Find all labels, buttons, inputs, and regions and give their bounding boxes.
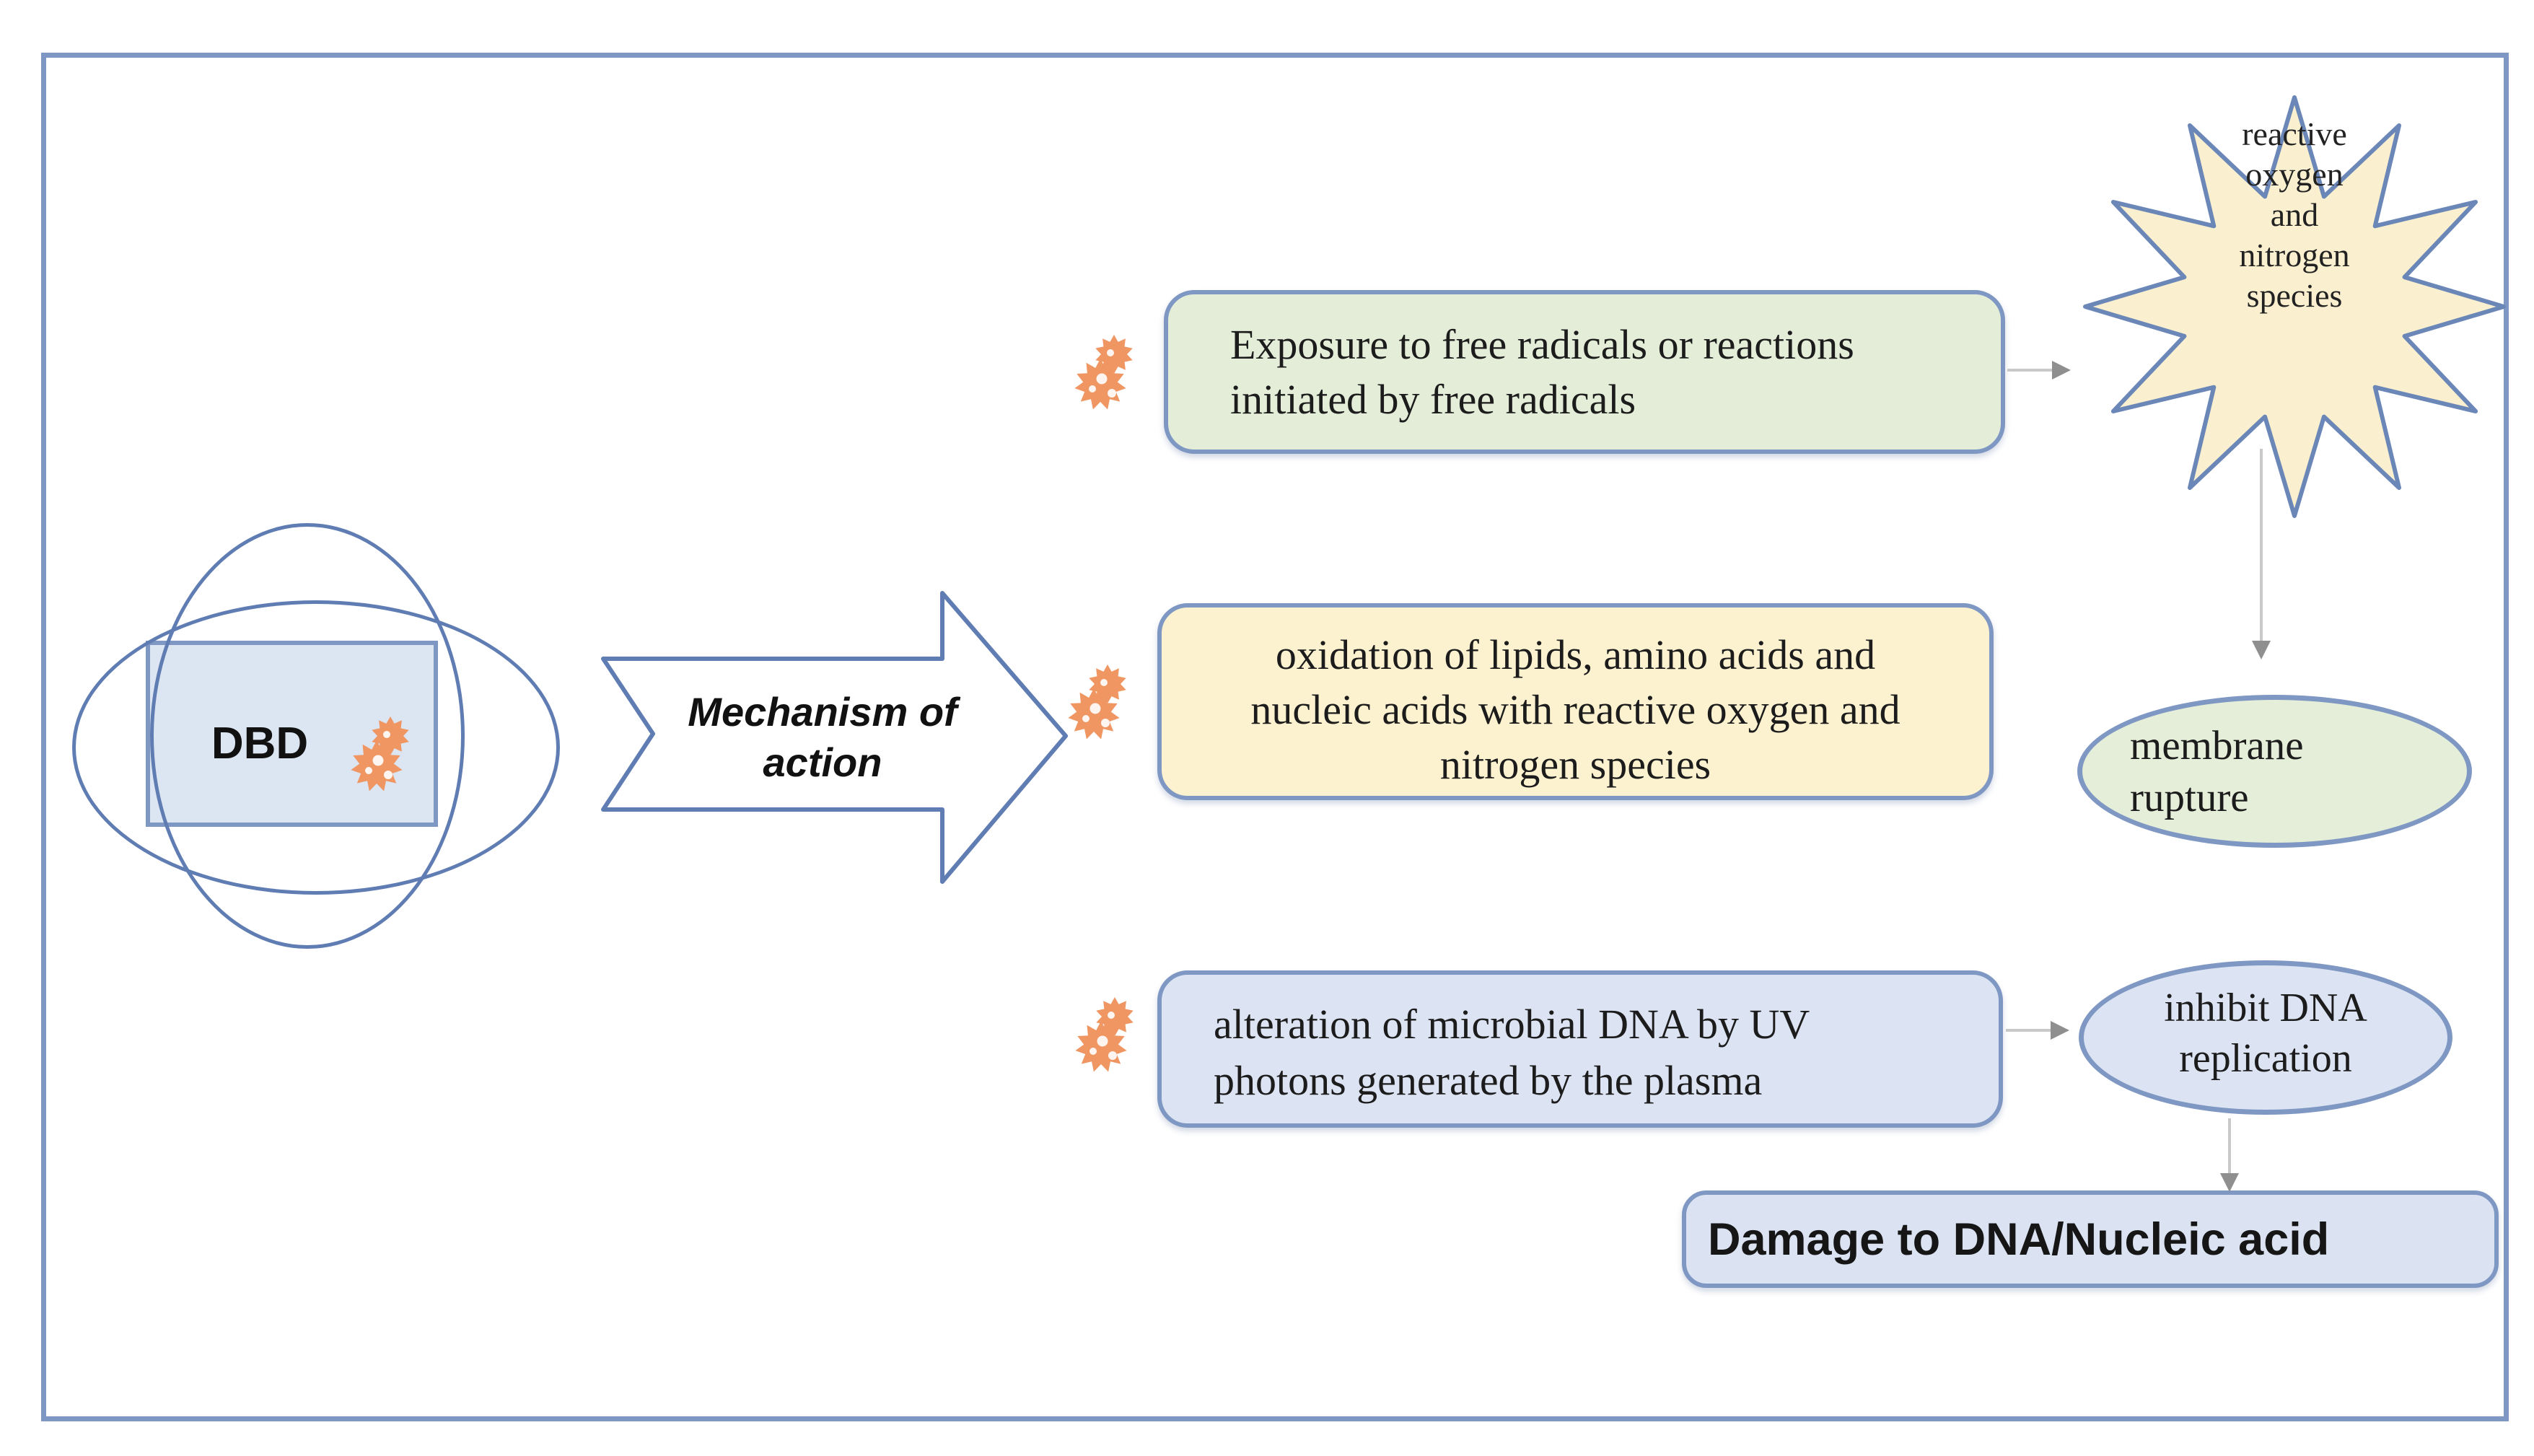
rons-line2: oxygen <box>2245 156 2344 193</box>
oxidation-line3: nitrogen species <box>1439 741 1711 788</box>
rons-line5: species <box>2246 277 2343 314</box>
arrow-uv-to-inhibit <box>2006 1029 2051 1032</box>
virus-icon <box>1073 330 1138 416</box>
mechanism-arrow-label: Mechanism of action <box>635 687 1010 788</box>
rons-line1: reactive <box>2242 115 2347 152</box>
arrowhead-right-icon <box>2051 1021 2069 1040</box>
arrow-green-to-burst <box>2007 369 2052 372</box>
membrane-rupture-ellipse <box>2077 695 2472 848</box>
uv-line2: photons generated by the plasma <box>1214 1057 1763 1104</box>
mechanism-label-line1: Mechanism of <box>688 689 957 734</box>
arrowhead-right-icon <box>2052 361 2071 380</box>
virus-icon <box>349 711 414 798</box>
virus-icon <box>1066 659 1131 746</box>
oxidation-box: oxidation of lipids, amino acids and nuc… <box>1157 603 1994 800</box>
membrane-rupture-label: membrane rupture <box>2130 720 2433 824</box>
oxidation-line1: oxidation of lipids, amino acids and <box>1275 631 1876 678</box>
dbd-label: DBD <box>211 719 309 768</box>
rons-starburst-label: reactive oxygen and nitrogen species <box>2114 114 2475 316</box>
inhibit-dna-ellipse <box>2079 960 2452 1115</box>
free-radicals-line1: Exposure to free radicals or reactions <box>1230 321 1854 368</box>
arrow-burst-to-membrane <box>2260 449 2263 642</box>
dbd-horizontal-ellipse <box>72 600 560 895</box>
uv-line1: alteration of microbial DNA by UV <box>1214 1001 1810 1048</box>
virus-icon <box>1074 992 1139 1079</box>
damage-dna-box: Damage to DNA/Nucleic acid <box>1682 1190 2499 1288</box>
inhibit-line1: inhibit DNA <box>2164 986 2367 1030</box>
free-radicals-box: Exposure to free radicals or reactions i… <box>1164 290 2005 454</box>
rons-line3: and <box>2270 196 2319 233</box>
oxidation-line2: nucleic acids with reactive oxygen and <box>1250 686 1900 733</box>
inhibit-dna-label: inhibit DNA replication <box>2079 983 2452 1084</box>
membrane-line2: rupture <box>2130 775 2249 820</box>
membrane-line1: membrane <box>2130 723 2304 768</box>
inhibit-line2: replication <box>2179 1036 2352 1081</box>
mechanism-label-line2: action <box>763 740 882 785</box>
free-radicals-line2: initiated by free radicals <box>1230 376 1636 423</box>
arrowhead-down-icon <box>2220 1173 2239 1192</box>
arrowhead-down-icon <box>2252 641 2271 659</box>
rons-line4: nitrogen <box>2239 237 2350 273</box>
uv-box: alteration of microbial DNA by UV photon… <box>1157 970 2003 1128</box>
arrow-inhibit-to-damage <box>2228 1118 2231 1175</box>
